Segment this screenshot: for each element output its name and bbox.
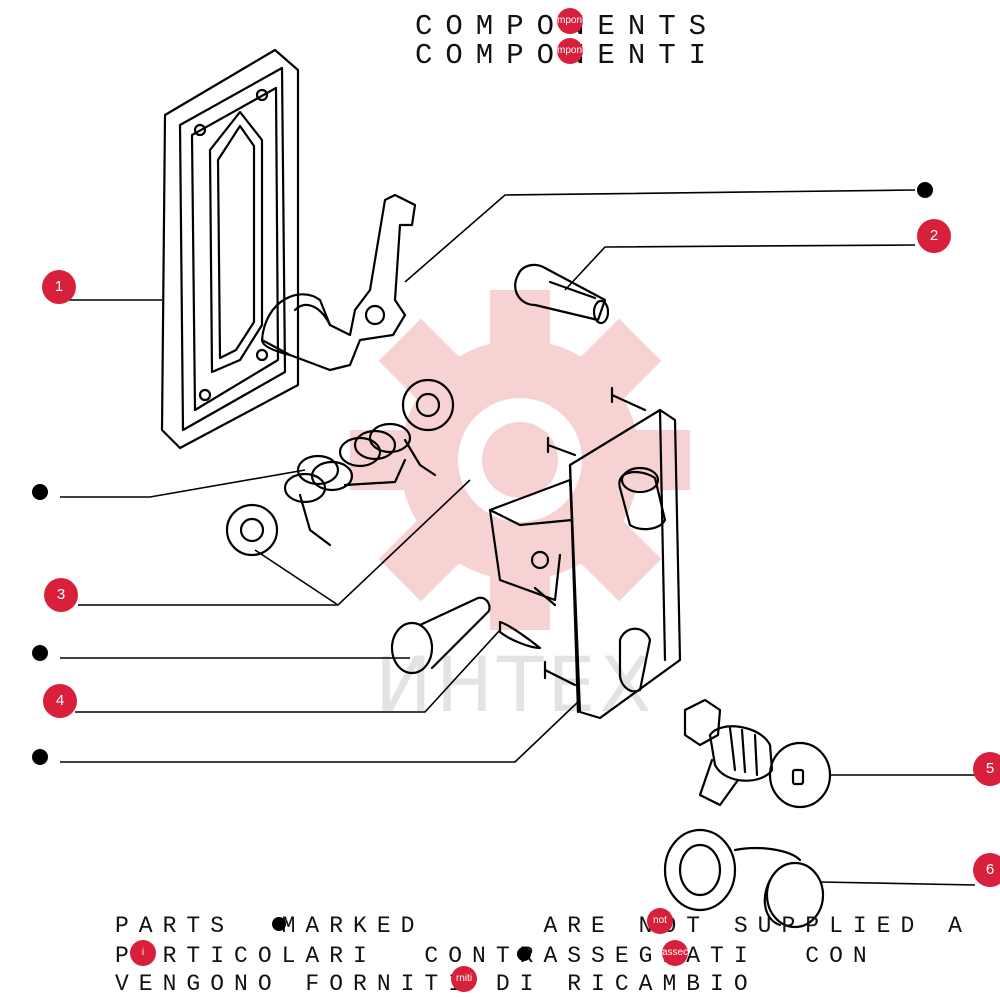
- leader-line: [75, 629, 501, 713]
- leader-line: [819, 881, 976, 886]
- note-overlay-badge: rniti: [451, 966, 477, 992]
- note-italian-2: VENGONO FORNITI DI RICAMBIO: [115, 971, 758, 997]
- leader-line: [60, 469, 306, 498]
- title-overlay-badge: mponen: [557, 8, 583, 34]
- note-overlay-badge: not: [647, 908, 673, 934]
- note-overlay-badge: assec: [662, 940, 688, 966]
- leader-line: [404, 189, 916, 283]
- note-english: PARTS MARKED ARE NOT SUPPLIED A: [115, 913, 972, 939]
- watermark-gear-icon: [350, 290, 690, 630]
- dust-cap-part: [663, 828, 825, 929]
- callout-3[interactable]: 3: [44, 578, 78, 612]
- bullet-marker: [917, 182, 933, 198]
- callout-1[interactable]: 1: [42, 270, 76, 304]
- note-bullet-marker: [517, 947, 531, 961]
- frame-plate-part: [160, 48, 417, 450]
- leader-line: [60, 699, 581, 763]
- lock-cylinder-part: [683, 698, 832, 809]
- bullet-marker: [32, 484, 48, 500]
- leader-line: [254, 549, 339, 606]
- callout-5[interactable]: 5: [973, 752, 1000, 786]
- note-bullet-marker: [272, 917, 286, 931]
- bracket-plate-part: [488, 386, 682, 720]
- bullet-marker: [32, 749, 48, 765]
- clevis-pin-part: [390, 596, 542, 675]
- callout-6[interactable]: 6: [973, 853, 1000, 887]
- pin-part: [514, 263, 610, 325]
- leader-line: [564, 244, 916, 291]
- callout-4[interactable]: 4: [43, 684, 77, 718]
- note-overlay-badge: i: [130, 940, 156, 966]
- bullet-marker: [32, 645, 48, 661]
- callout-2[interactable]: 2: [917, 219, 951, 253]
- spring-washer-part: [225, 378, 455, 557]
- title-overlay-badge: mponen: [557, 38, 583, 64]
- note-italian-1: PARTICOLARI CONTRASSEGNATI CON: [115, 943, 877, 969]
